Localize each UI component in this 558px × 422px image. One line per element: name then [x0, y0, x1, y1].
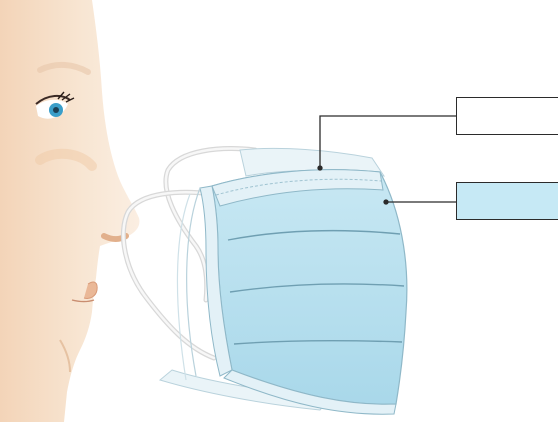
- mask-body: [177, 170, 406, 415]
- inner-layer-label-box: [456, 182, 558, 220]
- face-profile: [0, 0, 139, 422]
- outer-layer-label-box: [456, 97, 558, 135]
- mask-front: [212, 170, 407, 405]
